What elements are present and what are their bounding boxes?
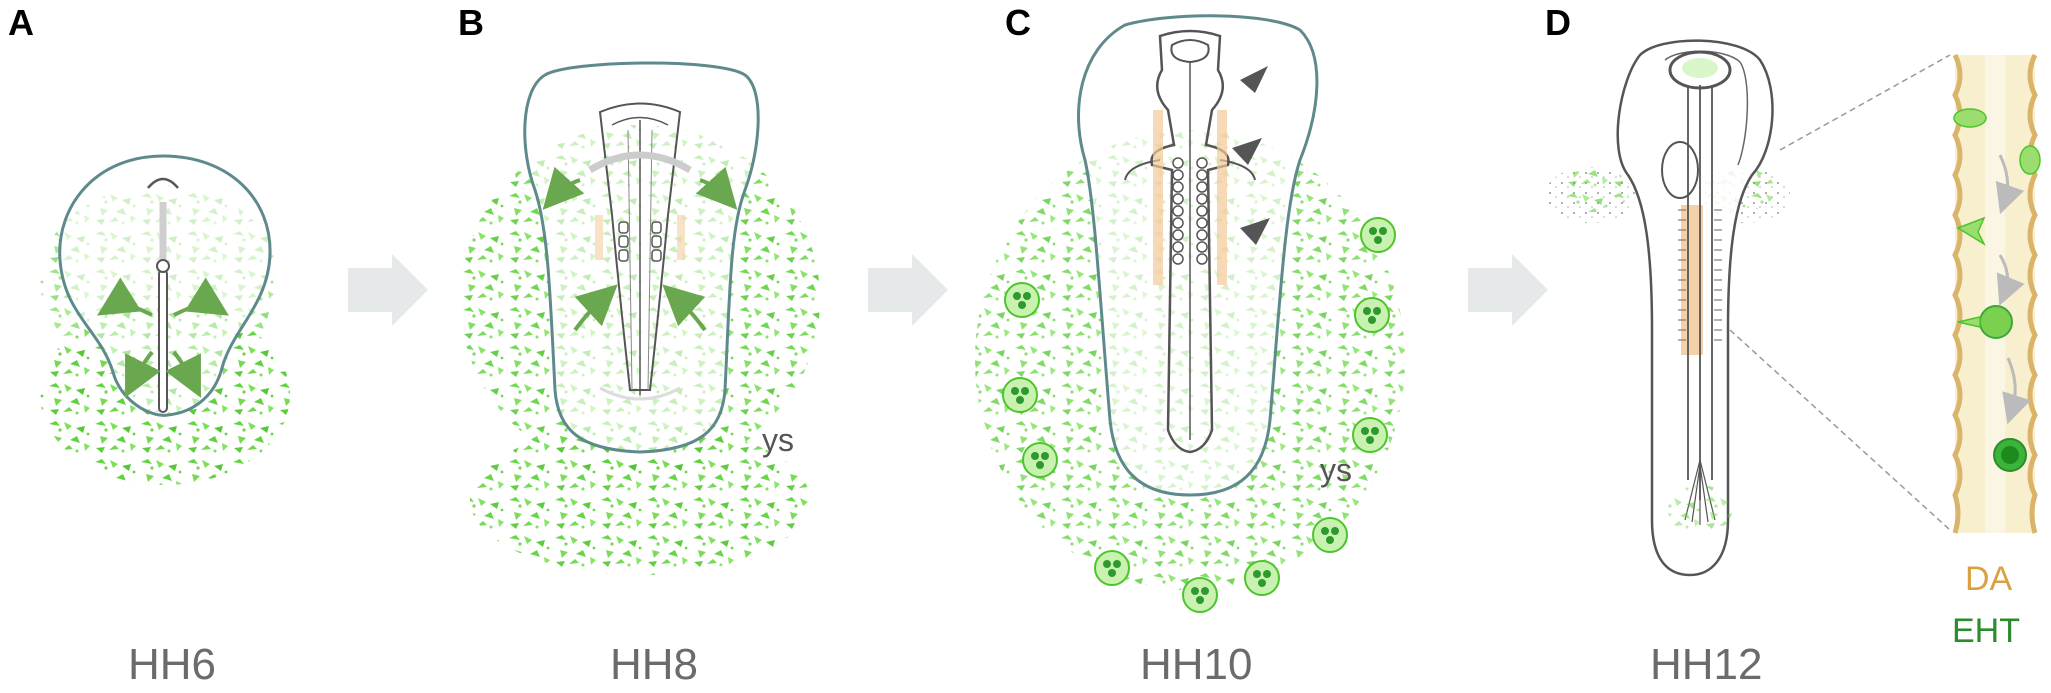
da-precursor	[595, 215, 603, 260]
panel-b	[460, 61, 820, 575]
arrowhead-icon	[1240, 66, 1268, 93]
blood-islands	[1002, 217, 1396, 613]
migration-arrow-icon	[662, 284, 707, 332]
migration-arrow-icon	[542, 166, 585, 210]
panel-letter-c: C	[1005, 2, 1031, 43]
somites-d	[1678, 209, 1722, 341]
transition-arrow-icon	[1995, 154, 2025, 215]
legend-da: DA	[1965, 560, 2013, 598]
stage-label-hh10: HH10	[1140, 640, 1253, 689]
stage-label-hh12: HH12	[1650, 640, 1763, 689]
legend-eht: EHT	[1952, 612, 2020, 650]
endothelium-right	[2027, 53, 2038, 534]
da-precursor	[1153, 110, 1163, 285]
transitioning-cell	[1956, 216, 1986, 247]
headfold-arc	[147, 177, 179, 189]
somites-b	[618, 221, 662, 262]
panel-c	[975, 14, 1405, 613]
panel-letter-d: D	[1545, 2, 1571, 43]
neural-tube	[1687, 85, 1713, 500]
panel-letter-a: A	[8, 2, 34, 43]
migration-arrow-icon	[173, 277, 229, 317]
primitive-streak	[158, 269, 168, 413]
panel-a	[40, 154, 290, 485]
zoom-guide-line	[1729, 329, 1951, 531]
hensens-node	[156, 259, 170, 273]
transition-arrow-icon	[1996, 254, 2025, 306]
yolk-sac-label: ys	[1320, 452, 1352, 488]
green-cells-b-bottom	[470, 425, 810, 575]
transition-arrow-icon	[2002, 357, 2031, 425]
embryo-outline-b	[523, 61, 760, 454]
heart	[1661, 141, 1699, 199]
zoom-guide-line	[1779, 54, 1951, 151]
da-precursor	[677, 215, 685, 260]
eht-inset	[1952, 53, 2041, 534]
arrowhead-icon	[1232, 138, 1262, 165]
migration-arrow-icon	[125, 350, 161, 398]
budding-cell	[1979, 305, 2013, 339]
neural-folds	[598, 102, 682, 391]
panel-d	[1545, 39, 1951, 577]
migration-arrow-icon	[165, 350, 201, 398]
migration-arrow-icon	[573, 284, 618, 332]
transition-arrow-icon	[348, 254, 428, 326]
somites-c	[1172, 157, 1208, 265]
migration-arrow-icon	[695, 166, 738, 210]
lateral-plate-arc	[588, 151, 692, 174]
yolk-sac-label: ys	[762, 422, 794, 458]
dorsal-aorta	[1681, 205, 1703, 355]
hemogenic-endothelial-cell	[1953, 108, 1987, 128]
transition-arrow-icon	[868, 254, 948, 326]
migration-arrow-icon	[97, 277, 153, 317]
stage-label-hh6: HH6	[128, 640, 217, 689]
arrowhead-icon	[1240, 218, 1270, 245]
endothelium-left	[1952, 53, 1963, 534]
transition-arrow-icon	[1468, 254, 1548, 326]
da-precursor	[1217, 110, 1227, 285]
panel-letter-b: B	[458, 2, 484, 43]
stage-label-hh8: HH8	[610, 640, 699, 689]
neural-tube	[1150, 29, 1230, 454]
